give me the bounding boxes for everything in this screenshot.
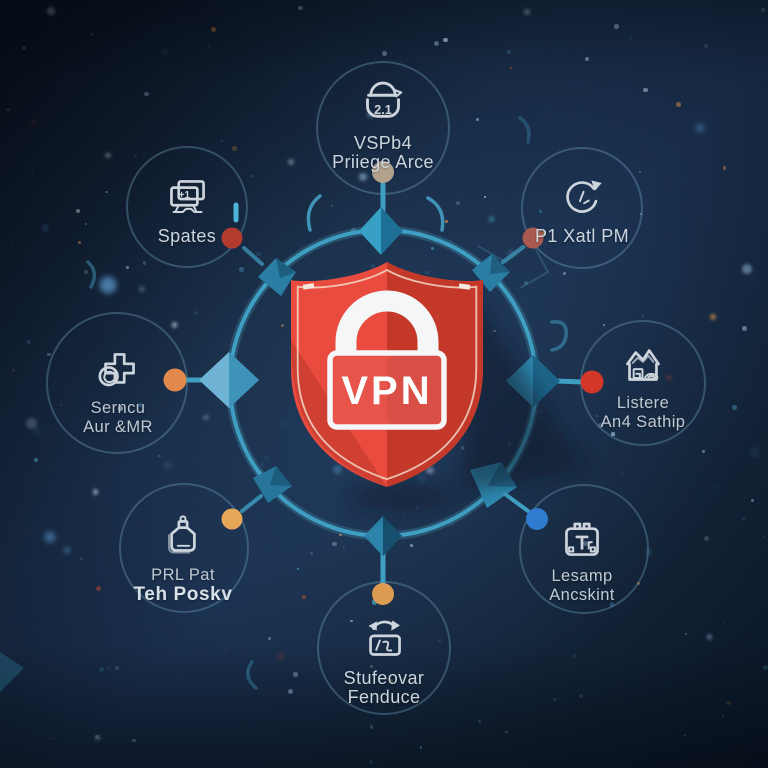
padlock-shackle [335, 290, 439, 357]
node-bottom-right: Lesamp Ancskint [497, 509, 667, 605]
sync-card-icon [355, 611, 413, 669]
node-label-line2: Priiege Arce [332, 152, 434, 172]
node-label-line1: PRL Pat [151, 566, 215, 584]
smart-home-icon [614, 336, 672, 394]
shield-shadow [462, 292, 584, 494]
node-top-left: +1 Spates [102, 169, 272, 246]
node-top: 2.1 VSPb4 Priiege Arce [298, 72, 468, 172]
shield-tick-right [458, 283, 471, 290]
node-bottom: Stufeovar Fenduce [299, 611, 469, 707]
padlock-body-shade [387, 356, 441, 424]
glow-dot [695, 123, 705, 133]
node-label-line2: Ancskint [549, 586, 615, 604]
medical-plus-icon [89, 341, 147, 399]
node-label-line1: Listere [616, 394, 670, 412]
node-halos [46, 61, 706, 715]
padlock: VPN [327, 290, 447, 430]
curve-accents [86, 116, 568, 690]
sync-clock-icon [553, 169, 611, 227]
node-label-line2: Teh Poskv [133, 584, 233, 605]
monitor-plus-label: +1 [179, 190, 191, 201]
node-left: Serncu Aur &MR [33, 341, 203, 437]
padlock-body [327, 350, 447, 430]
node-bottom-left: PRL Pat Teh Poskv [98, 508, 268, 604]
shield-shadow-bottom [348, 483, 452, 511]
vpn-label: VPN [341, 369, 432, 413]
node-label-line2: Fenduce [347, 687, 421, 707]
monitors-icon: +1 [158, 169, 216, 227]
node-right: Listere An4 Sathip [558, 336, 728, 432]
vpn-device-icon: 2.1 [352, 72, 414, 134]
tag-icon [154, 508, 212, 566]
briefcase-icon [553, 509, 611, 567]
glow-dot [99, 276, 117, 294]
node-label-line1: Serncu [90, 399, 146, 417]
node-label-line2: Aur &MR [83, 418, 153, 436]
edge-accent [0, 652, 24, 692]
node-label-line2: An4 Sathip [600, 413, 686, 431]
glow-dot [44, 531, 56, 543]
node-label-line1: Lesamp [551, 567, 613, 585]
node-label-line1: P1 Xatl PM [534, 226, 630, 246]
connector-dots [163, 161, 604, 605]
node-label-line1: Spates [157, 226, 217, 246]
node-label-line1: Stufeovar [343, 668, 425, 688]
node-top-right: P1 Xatl PM [497, 169, 667, 246]
node-label-line1: VSPb4 [353, 133, 413, 153]
shield-tick-left [302, 283, 315, 290]
device-version-label: 2.1 [374, 102, 392, 117]
